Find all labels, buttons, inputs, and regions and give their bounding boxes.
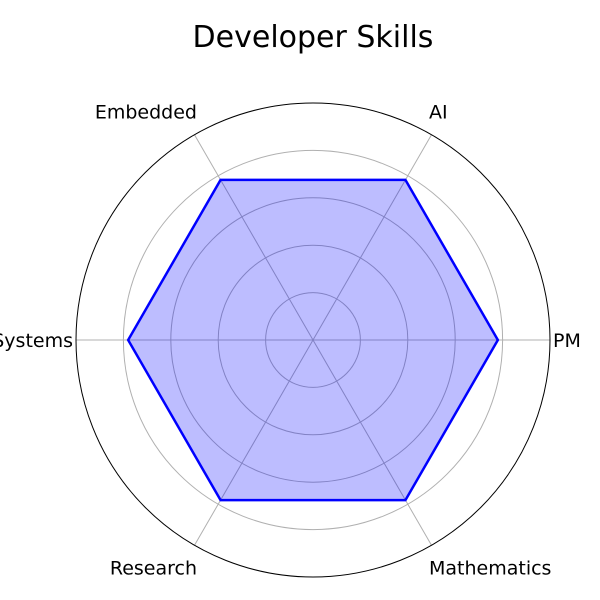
axis-label-ai: AI: [429, 101, 448, 123]
spoke-embedded: [194, 134, 314, 341]
series-line: [126, 178, 500, 502]
chart-title: Developer Skills: [193, 20, 434, 55]
axis-label-embedded: Embedded: [95, 101, 197, 123]
spoke-research: [194, 339, 314, 546]
axis-label-pm: PM: [553, 330, 581, 352]
data-layer: [126, 178, 500, 502]
spoke-ai: [312, 134, 432, 341]
grid: [75, 102, 551, 578]
axis-label-mathematics: Mathematics: [429, 558, 551, 580]
axis-label-systems: Systems: [0, 330, 73, 352]
outer-circle: [75, 102, 551, 578]
series-fill: [128, 179, 498, 501]
spoke-mathematics: [312, 339, 432, 546]
axis-label-research: Research: [110, 558, 197, 580]
